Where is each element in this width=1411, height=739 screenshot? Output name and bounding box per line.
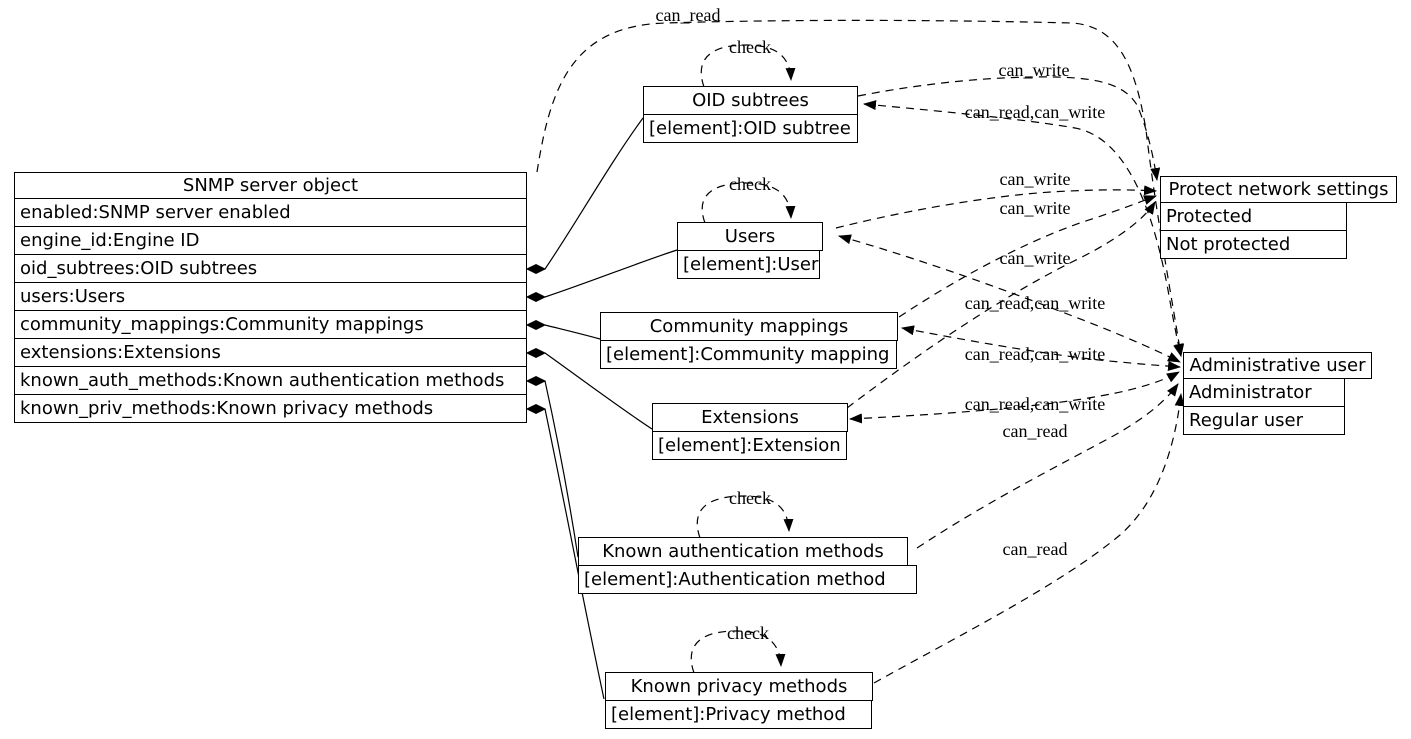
- edge-label: can_read: [656, 5, 721, 25]
- node-title: Known authentication methods: [578, 537, 908, 566]
- node-row-administrator: Administrator: [1183, 378, 1345, 407]
- edge-label: can_write: [999, 60, 1070, 80]
- node-title: Administrative user: [1183, 352, 1372, 379]
- composition-line-auth: [544, 380, 579, 558]
- composition-line-oid: [544, 117, 644, 270]
- node-extensions: Extensions [element]:Extension: [652, 403, 848, 460]
- edge-check-loop-oid: [700, 44, 796, 88]
- node-row-known-auth-methods: known_auth_methods:Known authentication …: [14, 366, 527, 395]
- node-known-authentication-methods: Known authentication methods [element]:A…: [578, 537, 917, 594]
- edge-check-loop-priv: [690, 630, 786, 674]
- edge-check-loop-auth: [696, 495, 794, 539]
- node-row-element: [element]:User: [677, 250, 820, 279]
- composition-diamond-auth: [525, 375, 547, 387]
- composition-line-users: [544, 249, 678, 298]
- node-snmp-server-object: SNMP server object enabled:SNMP server e…: [14, 172, 527, 423]
- node-title: Users: [677, 222, 823, 251]
- edge-label: check: [729, 174, 771, 194]
- node-row-oid-subtrees: oid_subtrees:OID subtrees: [14, 254, 527, 283]
- node-oid-subtrees: OID subtrees [element]:OID subtree: [643, 86, 858, 143]
- edge-label: can_read: [1003, 421, 1068, 441]
- edge-auth-can-read-admin: [916, 383, 1179, 549]
- node-protect-network-settings: Protect network settings Protected Not p…: [1160, 176, 1397, 259]
- edge-label: check: [729, 488, 771, 508]
- node-title: SNMP server object: [14, 172, 527, 199]
- node-row-community-mappings: community_mappings:Community mappings: [14, 310, 527, 339]
- node-known-privacy-methods: Known privacy methods [element]:Privacy …: [605, 672, 873, 729]
- node-row-element: [element]:Authentication method: [578, 565, 917, 594]
- edge-admin-can-read-write-oid: [863, 100, 1183, 357]
- composition-diamond-extensions: [525, 347, 547, 359]
- node-title: Extensions: [652, 403, 848, 432]
- node-row-element: [element]:Community mapping: [600, 340, 897, 369]
- node-row-known-priv-methods: known_priv_methods:Known privacy methods: [14, 394, 527, 423]
- node-row-regular-user: Regular user: [1183, 406, 1345, 435]
- node-users: Users [element]:User: [677, 222, 823, 279]
- edge-label: can_read,can_write: [965, 293, 1105, 313]
- composition-line-priv: [544, 408, 605, 700]
- node-row-element: [element]:Privacy method: [605, 700, 872, 729]
- node-row-not-protected: Not protected: [1160, 230, 1347, 259]
- node-row-users: users:Users: [14, 282, 527, 311]
- edge-label: check: [729, 37, 771, 57]
- composition-diamond-priv: [525, 403, 547, 415]
- composition-line-extensions: [544, 352, 653, 430]
- edge-check-loop-users: [701, 182, 796, 224]
- edge-admin-can-read-write-extensions: [849, 371, 1180, 424]
- node-row-enabled: enabled:SNMP server enabled: [14, 198, 527, 227]
- edge-label: can_write: [1000, 198, 1071, 218]
- composition-diamond-oid: [525, 263, 547, 275]
- edge-admin-can-read-write-community: [901, 325, 1181, 371]
- node-title: Protect network settings: [1160, 176, 1397, 203]
- edge-label: can_read,can_write: [965, 394, 1105, 414]
- node-administrative-user: Administrative user Administrator Regula…: [1183, 352, 1372, 435]
- node-title: Community mappings: [600, 312, 898, 341]
- node-title: OID subtrees: [643, 86, 858, 115]
- node-row-element: [element]:Extension: [652, 431, 847, 460]
- edge-label: can_write: [1000, 169, 1071, 189]
- edge-priv-can-read-admin: [873, 393, 1185, 684]
- node-row-protected: Protected: [1160, 202, 1347, 231]
- composition-diamond-community: [525, 319, 547, 331]
- composition-diamond-users: [525, 291, 547, 303]
- node-row-extensions: extensions:Extensions: [14, 338, 527, 367]
- edge-label: can_read,can_write: [965, 344, 1105, 364]
- node-row-engine-id: engine_id:Engine ID: [14, 226, 527, 255]
- edge-admin-can-read-write-users: [838, 234, 1181, 363]
- edge-label: can_write: [1000, 248, 1071, 268]
- edge-oid-can-write-protect: [857, 76, 1161, 181]
- edge-label: check: [727, 623, 769, 643]
- node-community-mappings: Community mappings [element]:Community m…: [600, 312, 898, 369]
- edge-label: can_read: [1003, 539, 1068, 559]
- composition-line-community: [544, 324, 601, 340]
- node-row-element: [element]:OID subtree: [643, 114, 858, 143]
- node-title: Known privacy methods: [605, 672, 873, 701]
- edge-users-can-write-protect: [835, 185, 1157, 229]
- edge-label: can_read,can_write: [965, 102, 1105, 122]
